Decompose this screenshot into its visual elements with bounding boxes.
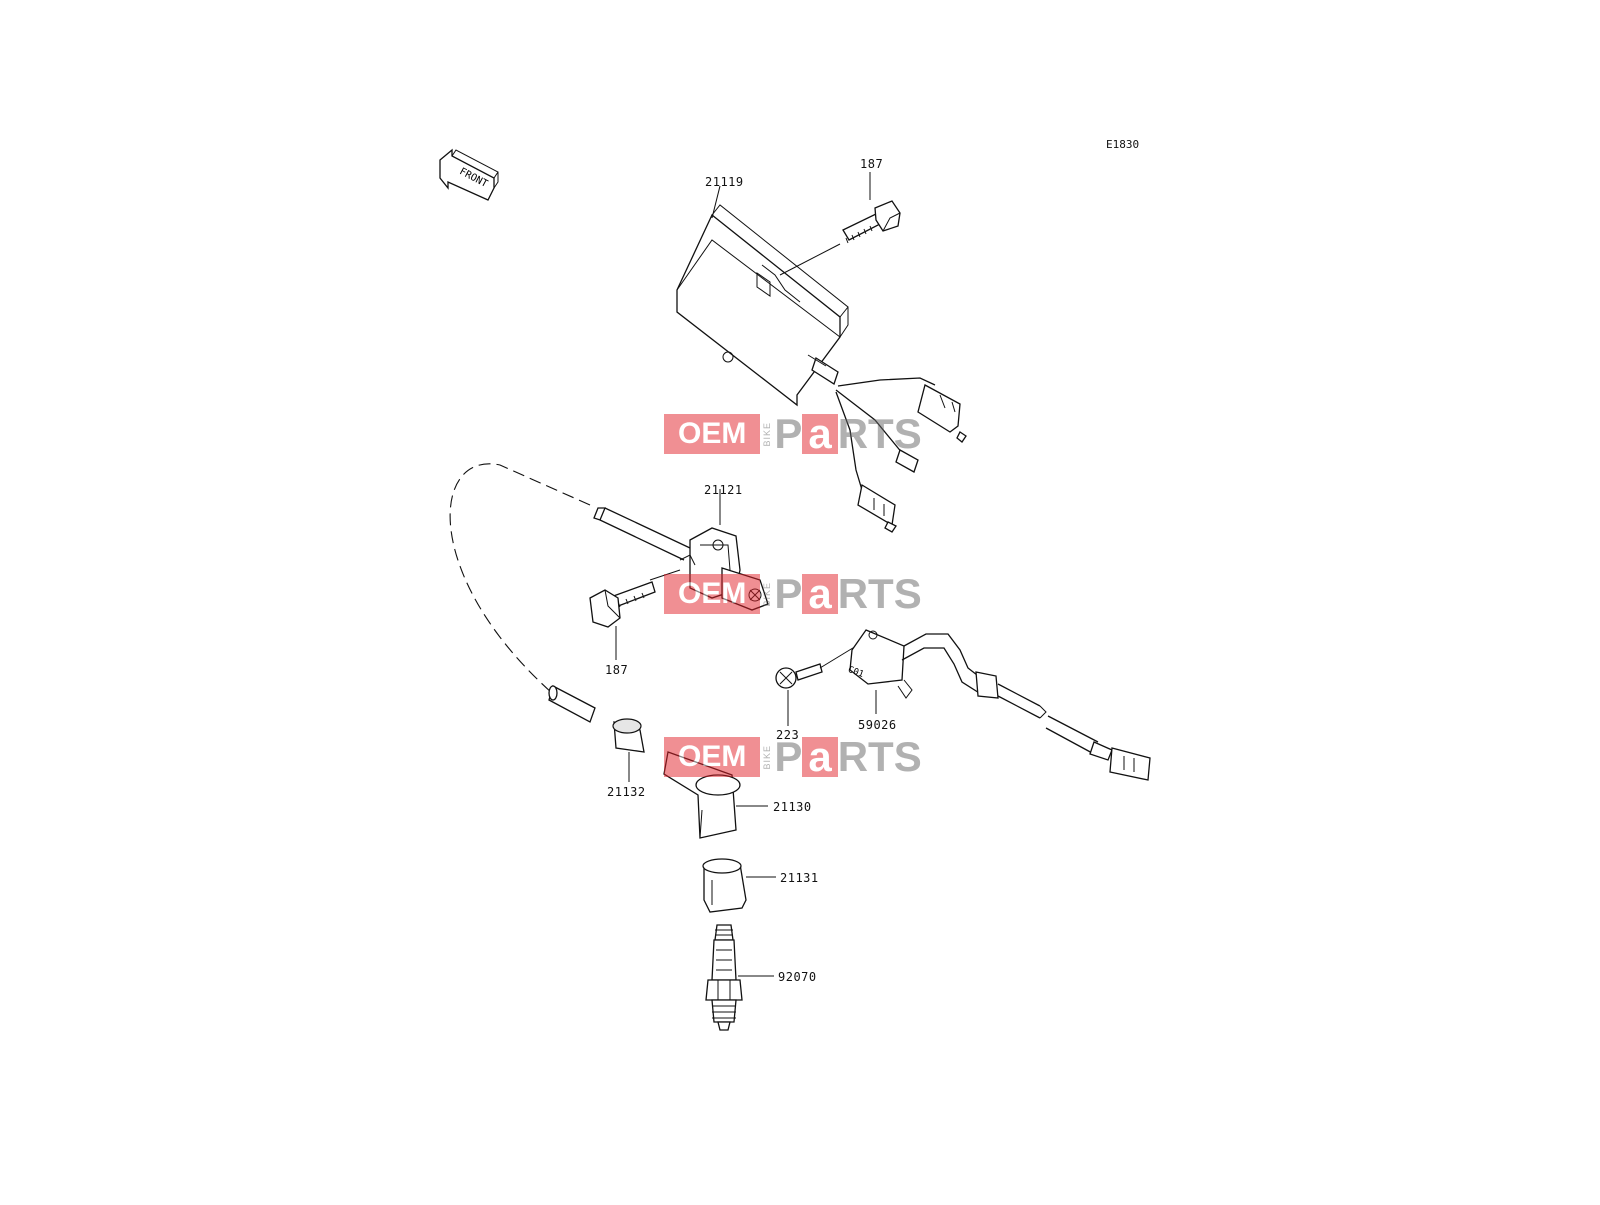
watermark-bike: BIKE bbox=[762, 581, 773, 607]
watermark-bike: BIKE bbox=[762, 744, 773, 770]
watermark-parts-rts: RTS bbox=[837, 410, 922, 457]
watermark-parts-a: a bbox=[802, 573, 838, 615]
watermark-bike: BIKE bbox=[762, 421, 773, 447]
watermark-parts-rts: RTS bbox=[837, 733, 922, 780]
part-number-21131[interactable]: 21131 bbox=[780, 871, 819, 885]
part-number-92070[interactable]: 92070 bbox=[778, 970, 817, 984]
watermark-parts-p: P bbox=[774, 570, 803, 617]
cdi-unit-drawing bbox=[676, 204, 967, 533]
watermark-parts-p: P bbox=[774, 733, 803, 780]
watermark-parts-a: a bbox=[802, 413, 838, 455]
part-number-21121[interactable]: 21121 bbox=[704, 483, 743, 497]
front-arrow-icon: FRONT bbox=[439, 148, 499, 201]
bolt-187-top-drawing bbox=[779, 200, 901, 276]
bolt-187-left-drawing bbox=[589, 581, 656, 628]
watermark-oem: OEM bbox=[664, 574, 761, 614]
watermark-parts-a: a bbox=[802, 736, 838, 778]
watermark-parts-p: P bbox=[774, 410, 803, 457]
leader-21119 bbox=[711, 185, 721, 219]
part-number-223[interactable]: 223 bbox=[776, 728, 800, 742]
boot-21131-drawing bbox=[702, 858, 747, 913]
spark-plug-92070-drawing bbox=[705, 924, 743, 1031]
part-number-59026[interactable]: 59026 bbox=[858, 718, 897, 732]
part-number-21132[interactable]: 21132 bbox=[607, 785, 646, 799]
part-number-187-left[interactable]: 187 bbox=[605, 663, 629, 677]
diagram-code: E1830 bbox=[1106, 138, 1140, 151]
cap-21132-drawing bbox=[548, 685, 645, 753]
watermark-oem: OEM bbox=[664, 414, 761, 454]
watermark-oem: OEM bbox=[664, 737, 761, 777]
part-number-187-top[interactable]: 187 bbox=[860, 157, 884, 171]
part-number-21119[interactable]: 21119 bbox=[705, 175, 744, 189]
pickup-coil-drawing: C01 bbox=[775, 629, 1151, 781]
part-number-21130[interactable]: 21130 bbox=[773, 800, 812, 814]
watermark-parts-rts: RTS bbox=[837, 570, 922, 617]
